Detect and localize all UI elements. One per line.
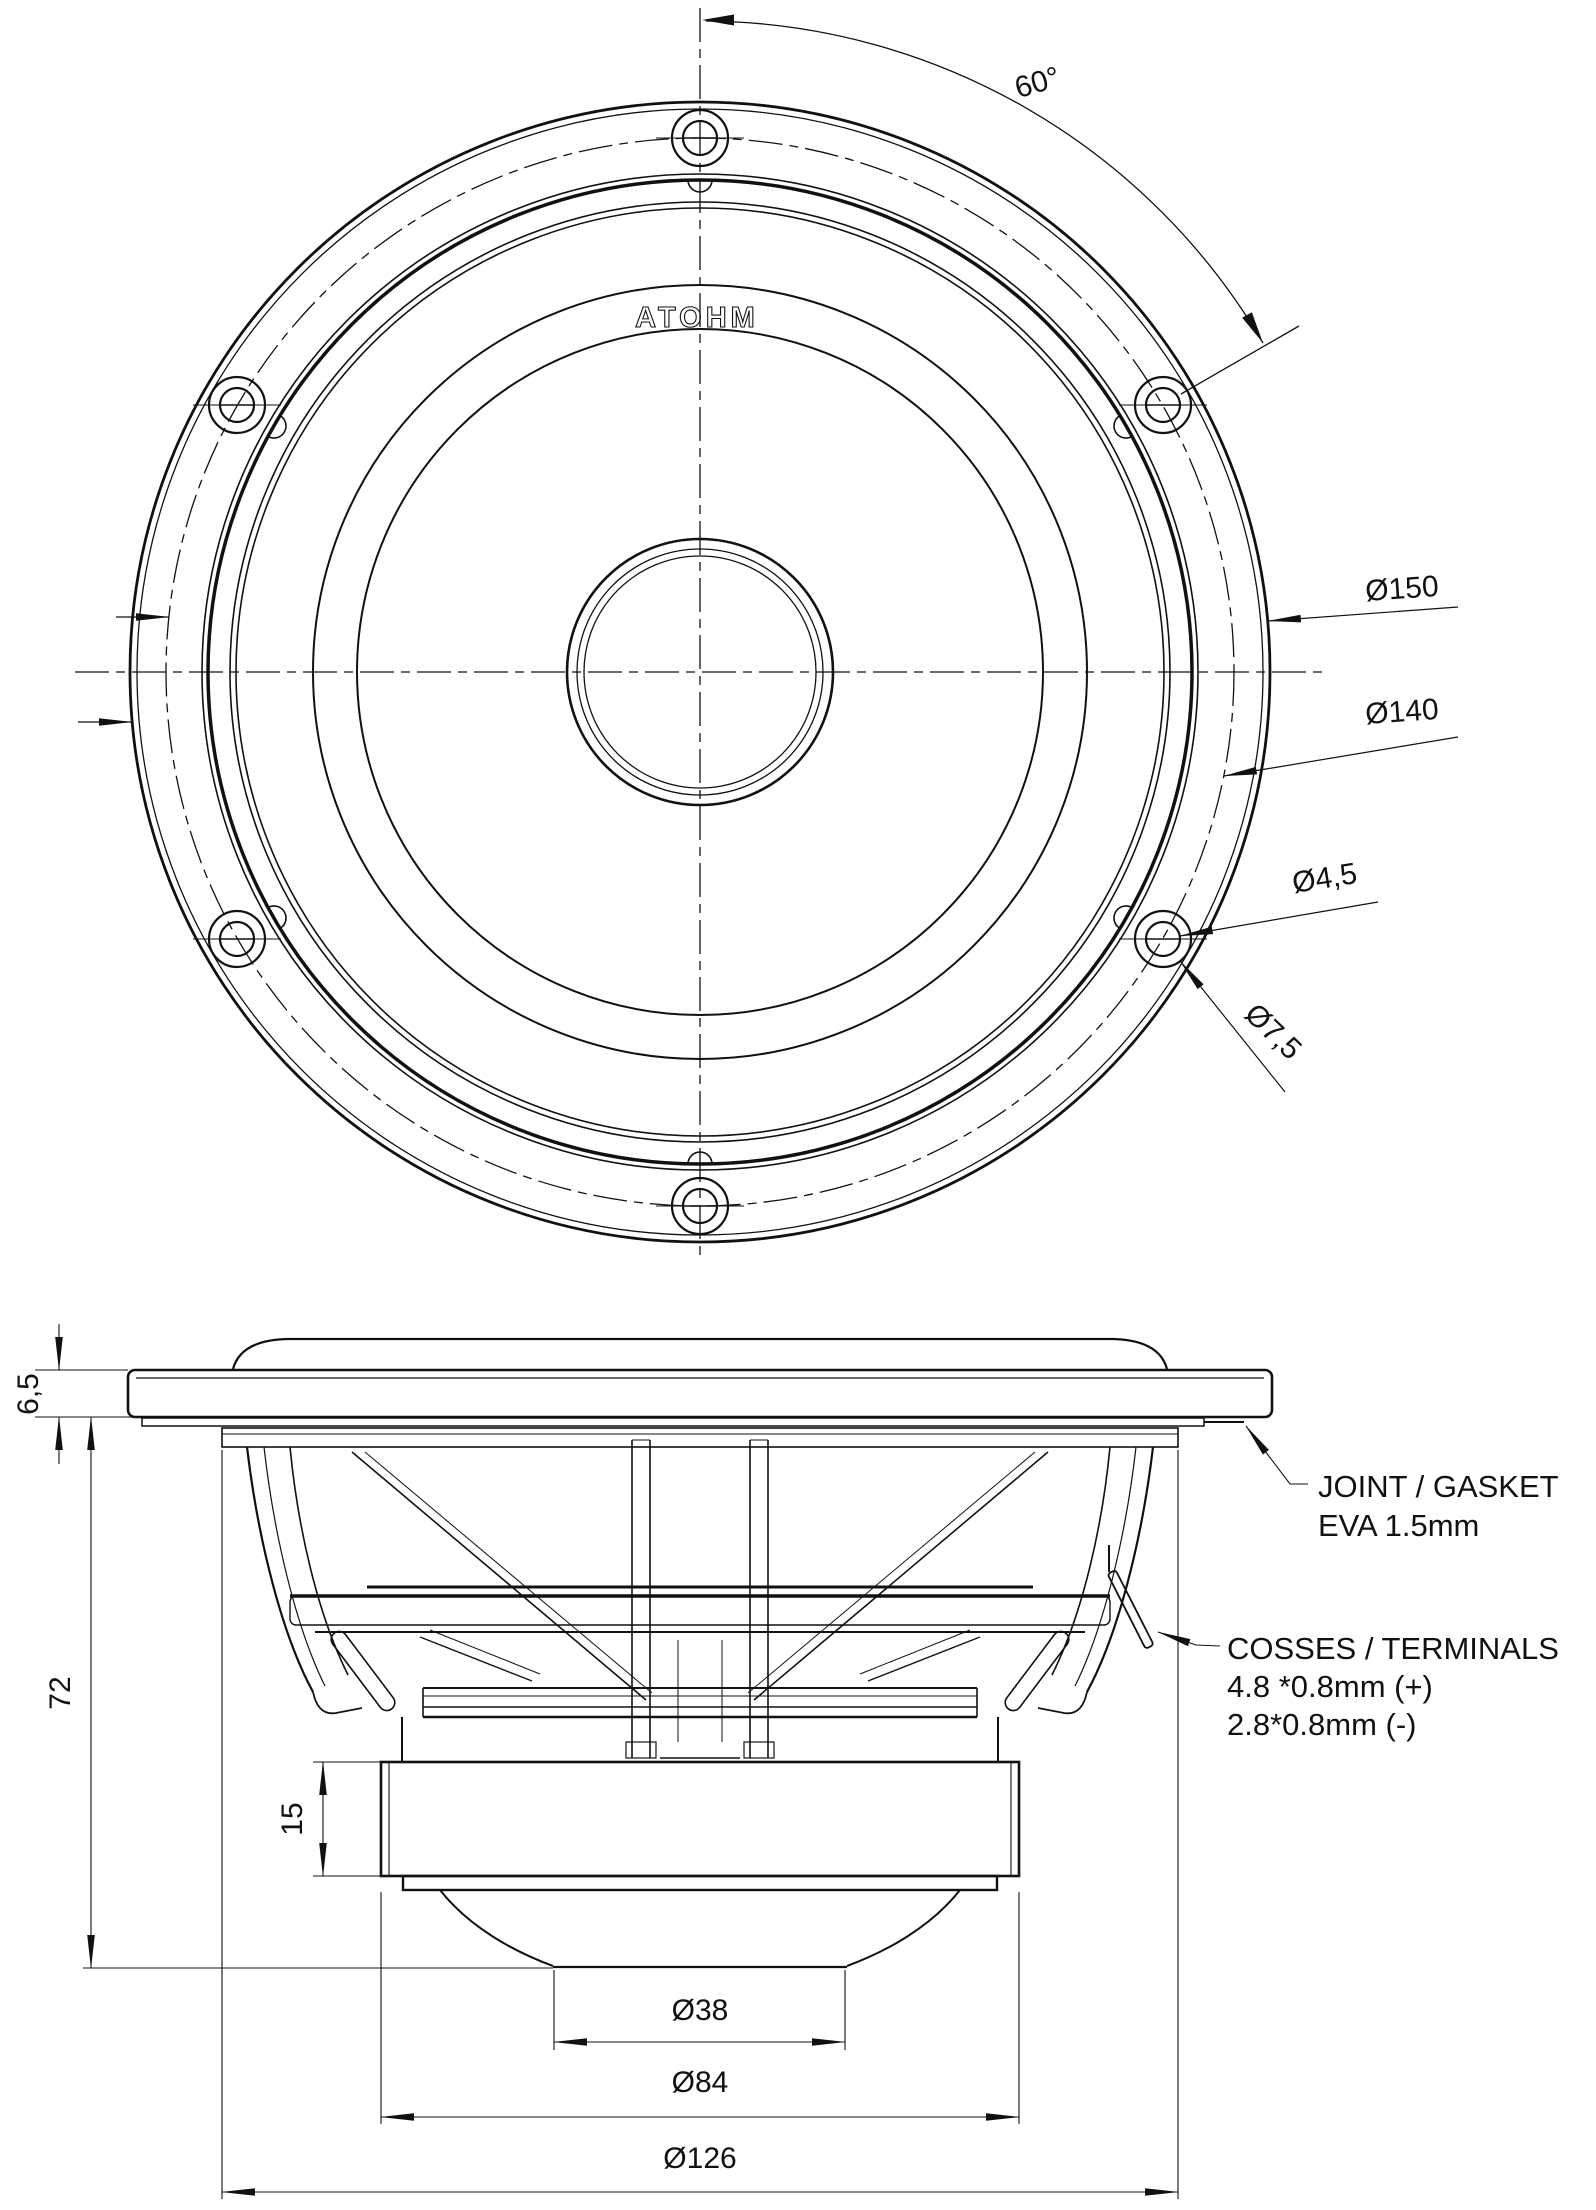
lower-frame-rings <box>401 1687 999 1762</box>
magnet <box>379 1760 1021 1878</box>
screw-hole <box>656 108 744 168</box>
bolt-circle-diameter-label: Ø140 <box>1364 693 1440 731</box>
brand-logo: ATOHM <box>635 302 759 334</box>
screw-holes <box>193 108 1207 1236</box>
diameter-leaders <box>78 606 1459 1093</box>
trim-ring-notches <box>267 179 1133 1165</box>
mounting-depth-label: 72 <box>44 1676 77 1709</box>
screw-hole <box>1119 375 1207 435</box>
gasket <box>141 1417 1244 1427</box>
cone-section <box>351 1451 1049 1701</box>
screw-hole-diameter-label: Ø4,5 <box>1290 857 1359 900</box>
screw-hole <box>1119 909 1207 969</box>
angle-dimension-label: 60° <box>1011 61 1064 105</box>
flange-thickness-label: 6,5 <box>12 1373 45 1415</box>
terminal-tab <box>1107 1545 1154 1649</box>
voice-coil-former <box>625 1439 775 1759</box>
bottom-plate <box>401 1874 999 1892</box>
leader-bolt-circle <box>1223 736 1459 777</box>
side-dimensions <box>35 1324 1308 2199</box>
basket-top-band <box>221 1427 1179 1448</box>
front-view <box>75 8 1459 1258</box>
mounting-flange <box>126 1368 1274 1419</box>
angle-dimension <box>702 14 1300 395</box>
screw-hole <box>193 375 281 435</box>
terminals-note-line3: 2.8*0.8mm (-) <box>1227 1707 1416 1742</box>
pole-foot <box>439 1889 961 1969</box>
outer-diameter-label: Ø150 <box>1364 570 1440 608</box>
spider-shelf <box>289 1585 1111 1633</box>
flange-outer-edge <box>128 100 1272 1244</box>
countersink-diameter-label: Ø7,5 <box>1238 997 1308 1066</box>
screw-hole <box>656 1176 744 1236</box>
pole-diameter-label: Ø38 <box>672 1994 729 2027</box>
leader-screw-hole <box>1179 901 1379 937</box>
gasket-note-line2: EVA 1.5mm <box>1318 1508 1479 1543</box>
screw-hole <box>193 909 281 969</box>
leader-outer-diameter <box>1267 606 1459 623</box>
terminals-note-line2: 4.8 *0.8mm (+) <box>1227 1669 1433 1704</box>
gasket-note-line1: JOINT / GASKET <box>1318 1469 1559 1504</box>
side-view <box>35 1324 1308 2199</box>
leader-countersink <box>1179 960 1286 1093</box>
basket-legs <box>245 1446 1155 1715</box>
surround-dome <box>231 1337 1169 1370</box>
basket-diameter-label: Ø126 <box>663 2142 736 2175</box>
magnet-height-label: 15 <box>276 1802 309 1835</box>
terminals-note-line1: COSSES / TERMINALS <box>1227 1631 1559 1666</box>
magnet-diameter-label: Ø84 <box>672 2066 729 2099</box>
spider-bars <box>330 1629 1070 1712</box>
